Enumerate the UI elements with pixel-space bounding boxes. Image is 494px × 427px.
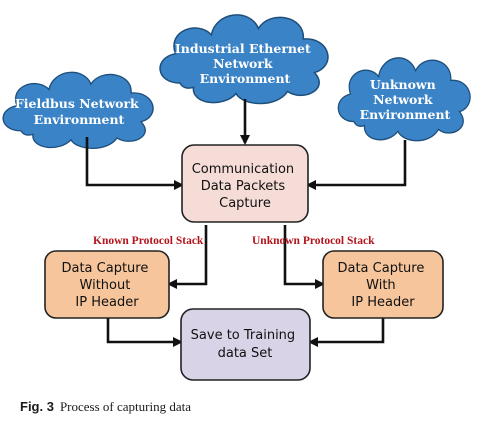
node-capture-line-1: Communication	[192, 162, 294, 177]
cloud-unknown-line-1: Unknown	[370, 77, 436, 92]
cloud-unknown-shape	[337, 57, 471, 142]
arrow-without-ip-to-save	[106, 318, 183, 347]
cloud-unknown-label: Unknown Network Environment	[360, 77, 451, 122]
node-save-box	[180, 308, 311, 381]
cloud-industrial-line-1: Industrial Ethernet	[175, 41, 311, 56]
cloud-industrial-shape	[159, 14, 329, 105]
arrow-unknown-to-capture	[306, 140, 407, 190]
node-capture-label: Communication Data Packets Capture	[192, 162, 299, 211]
arrow-fieldbus-to-capture	[85, 137, 184, 190]
edge-label-unknown-stack: Unknown Protocol Stack	[252, 235, 375, 247]
connectors	[85, 99, 407, 347]
cloud-fieldbus-shape	[2, 71, 154, 149]
node-without-ip-line-1: Data Capture	[61, 261, 148, 276]
node-capture: Communication Data Packets Capture	[181, 144, 309, 223]
cloud-industrial-line-2: Network	[213, 56, 273, 71]
cloud-unknown-line-3: Environment	[360, 107, 451, 122]
figure-caption-label: Fig. 3	[20, 399, 54, 414]
cloud-fieldbus-line-2: Environment	[34, 112, 125, 127]
node-capture-line-3: Capture	[219, 196, 271, 211]
figure-caption: Fig. 3 Process of capturing data	[20, 399, 191, 415]
node-save-label: Save to Training data Set	[191, 328, 300, 361]
node-with-ip-line-2: With	[366, 278, 396, 293]
node-without-ip-box	[44, 250, 170, 319]
cloud-unknown-line-2: Network	[373, 92, 433, 107]
node-with-ip-line-3: IP Header	[351, 295, 415, 310]
node-with-ip-box	[322, 250, 444, 319]
cloud-unknown: Unknown Network Environment	[337, 57, 471, 142]
cloud-industrial-label: Industrial Ethernet Network Environment	[175, 41, 315, 86]
cloud-fieldbus: Fieldbus Network Environment	[2, 71, 154, 149]
cloud-fieldbus-line-1: Fieldbus Network	[15, 96, 139, 111]
node-without-ip-line-3: IP Header	[75, 295, 139, 310]
node-with-ip-line-1: Data Capture	[337, 261, 424, 276]
arrow-unknown-stack-to-with-ip	[283, 225, 325, 289]
cloud-industrial: Industrial Ethernet Network Environment	[159, 14, 329, 105]
node-capture-box	[181, 144, 309, 223]
cloud-icon	[2, 71, 154, 149]
node-capture-line-2: Data Packets	[201, 179, 286, 194]
node-without-ip-label: Data Capture Without IP Header	[61, 261, 152, 310]
node-without-ip: Data Capture Without IP Header	[44, 250, 170, 319]
cloud-icon	[337, 57, 471, 142]
cloud-industrial-line-3: Environment	[200, 71, 291, 86]
cloud-icon	[159, 14, 329, 105]
node-save: Save to Training data Set	[180, 308, 311, 381]
node-with-ip: Data Capture With IP Header	[322, 250, 444, 319]
node-without-ip-line-2: Without	[80, 278, 131, 293]
arrow-with-ip-to-save	[308, 318, 385, 347]
node-save-line-2: data Set	[218, 346, 273, 361]
node-save-line-1: Save to Training	[191, 328, 296, 343]
figure-caption-text: Process of capturing data	[59, 399, 191, 414]
arrow-known-stack-to-without-ip	[167, 225, 208, 289]
cloud-fieldbus-label: Fieldbus Network Environment	[15, 96, 143, 127]
node-with-ip-label: Data Capture With IP Header	[337, 261, 428, 310]
edge-label-known-stack: Known Protocol Stack	[93, 235, 204, 247]
